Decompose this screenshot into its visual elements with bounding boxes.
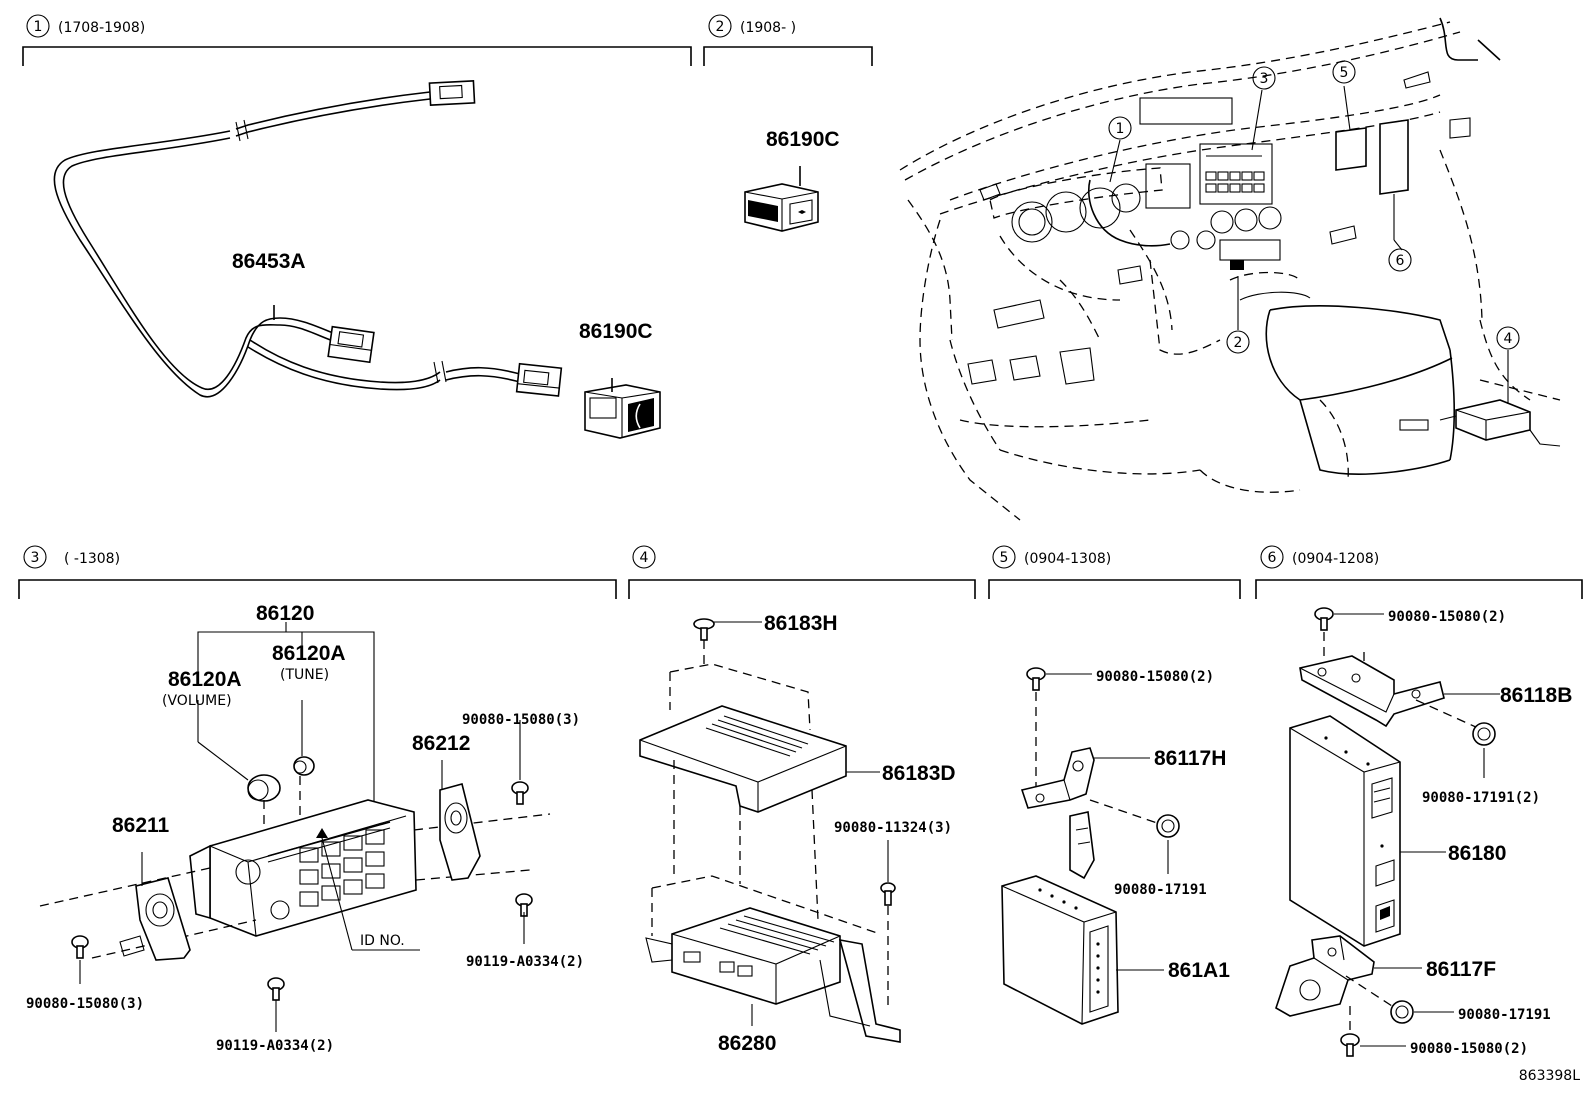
part-label-90080-17191: 90080-17191	[1114, 882, 1207, 898]
section-2-header: 2 (1908- )	[703, 14, 873, 66]
part-label-90119-A0334-2: 90119-A0334(2)	[216, 1038, 334, 1054]
part-label-86117F: 86117F	[1426, 958, 1496, 981]
label-tune: (TUNE)	[280, 667, 329, 683]
part-label-90080-15080-3: 90080-15080(3)	[26, 996, 144, 1012]
svg-text:1: 1	[1116, 121, 1125, 137]
section-3-header: 3 ( -1308)	[18, 545, 617, 599]
part-label-86211: 86211	[112, 814, 170, 837]
part-label-86183H: 86183H	[764, 612, 838, 635]
svg-text:4: 4	[1504, 331, 1513, 347]
part-label-86120A-volume: 86120A	[168, 668, 242, 691]
part-label-90080-15080-2: 90080-15080(2)	[1096, 669, 1214, 685]
part-label-86120A-tune: 86120A	[272, 642, 346, 665]
part-label-90080-11324-3: 90080-11324(3)	[834, 820, 952, 836]
part-label-90119-A0334-2: 90119-A0334(2)	[466, 954, 584, 970]
part-label-86453A: 86453A	[232, 250, 306, 273]
svg-text:3: 3	[1260, 71, 1269, 87]
svg-text:2: 2	[1234, 335, 1243, 351]
part-label-90080-17191: 90080-17191	[1458, 1007, 1551, 1023]
svg-text:5: 5	[1000, 550, 1009, 566]
radio-assembly-86120: 86120 86120A (VOLUME) 86120A (TUNE)	[26, 602, 584, 1054]
section-5-header: 5 (0904-1308)	[988, 545, 1241, 599]
svg-text:5: 5	[1340, 65, 1349, 81]
part-label-90080-15080-2: 90080-15080(2)	[1388, 609, 1506, 625]
svg-text:6: 6	[1268, 550, 1277, 566]
part-label-90080-15080-2: 90080-15080(2)	[1410, 1041, 1528, 1057]
label-id-no: ID NO.	[360, 933, 405, 949]
usb-socket-86190C-b: 86190C	[744, 128, 840, 232]
section-number: 1	[34, 19, 43, 35]
part-label-90080-15080-3: 90080-15080(3)	[462, 712, 580, 728]
part-label-86120: 86120	[256, 602, 314, 625]
module-861A1: 90080-15080(2) 86117H 90080-17191 861A1	[1001, 667, 1230, 1025]
svg-text:3: 3	[31, 550, 40, 566]
part-label-86117H: 86117H	[1154, 747, 1226, 770]
section-1-header: 1 (1708-1908)	[22, 14, 692, 66]
part-label-86190C: 86190C	[579, 320, 653, 343]
svg-text:(1908- ): (1908- )	[740, 20, 796, 36]
svg-text:6: 6	[1396, 253, 1405, 269]
svg-text:( -1308): ( -1308)	[64, 551, 120, 567]
section-6-header: 6 (0904-1208)	[1255, 545, 1583, 599]
harness-86453A: 86453A	[53, 80, 563, 398]
part-label-86118B: 86118B	[1500, 684, 1572, 707]
svg-text:(0904-1208): (0904-1208)	[1292, 551, 1379, 567]
label-volume: (VOLUME)	[162, 693, 232, 709]
part-label-86212: 86212	[412, 732, 470, 755]
svg-text:4: 4	[640, 550, 649, 566]
part-label-86280: 86280	[718, 1032, 776, 1055]
section-range: (1708-1908)	[58, 20, 145, 36]
part-label-861A1: 861A1	[1168, 959, 1230, 982]
module-86180: 90080-15080(2) 86118B 90080-17191(2) 861…	[1275, 607, 1572, 1057]
part-label-86183D: 86183D	[882, 762, 956, 785]
part-label-86190C: 86190C	[766, 128, 840, 151]
part-label-86180: 86180	[1448, 842, 1506, 865]
svg-text:2: 2	[716, 19, 725, 35]
diagram-id: 863398L	[1519, 1068, 1580, 1084]
dashboard-overview: 1 2 3 4 5 6	[899, 17, 1561, 521]
part-label-90080-17191-2: 90080-17191(2)	[1422, 790, 1540, 806]
svg-text:(0904-1308): (0904-1308)	[1024, 551, 1111, 567]
section-4-header: 4	[628, 545, 976, 599]
usb-socket-86190C-a: 86190C	[579, 320, 661, 439]
amplifier-86280: 86183H 86183D 90080-11324(3)	[639, 612, 956, 1055]
